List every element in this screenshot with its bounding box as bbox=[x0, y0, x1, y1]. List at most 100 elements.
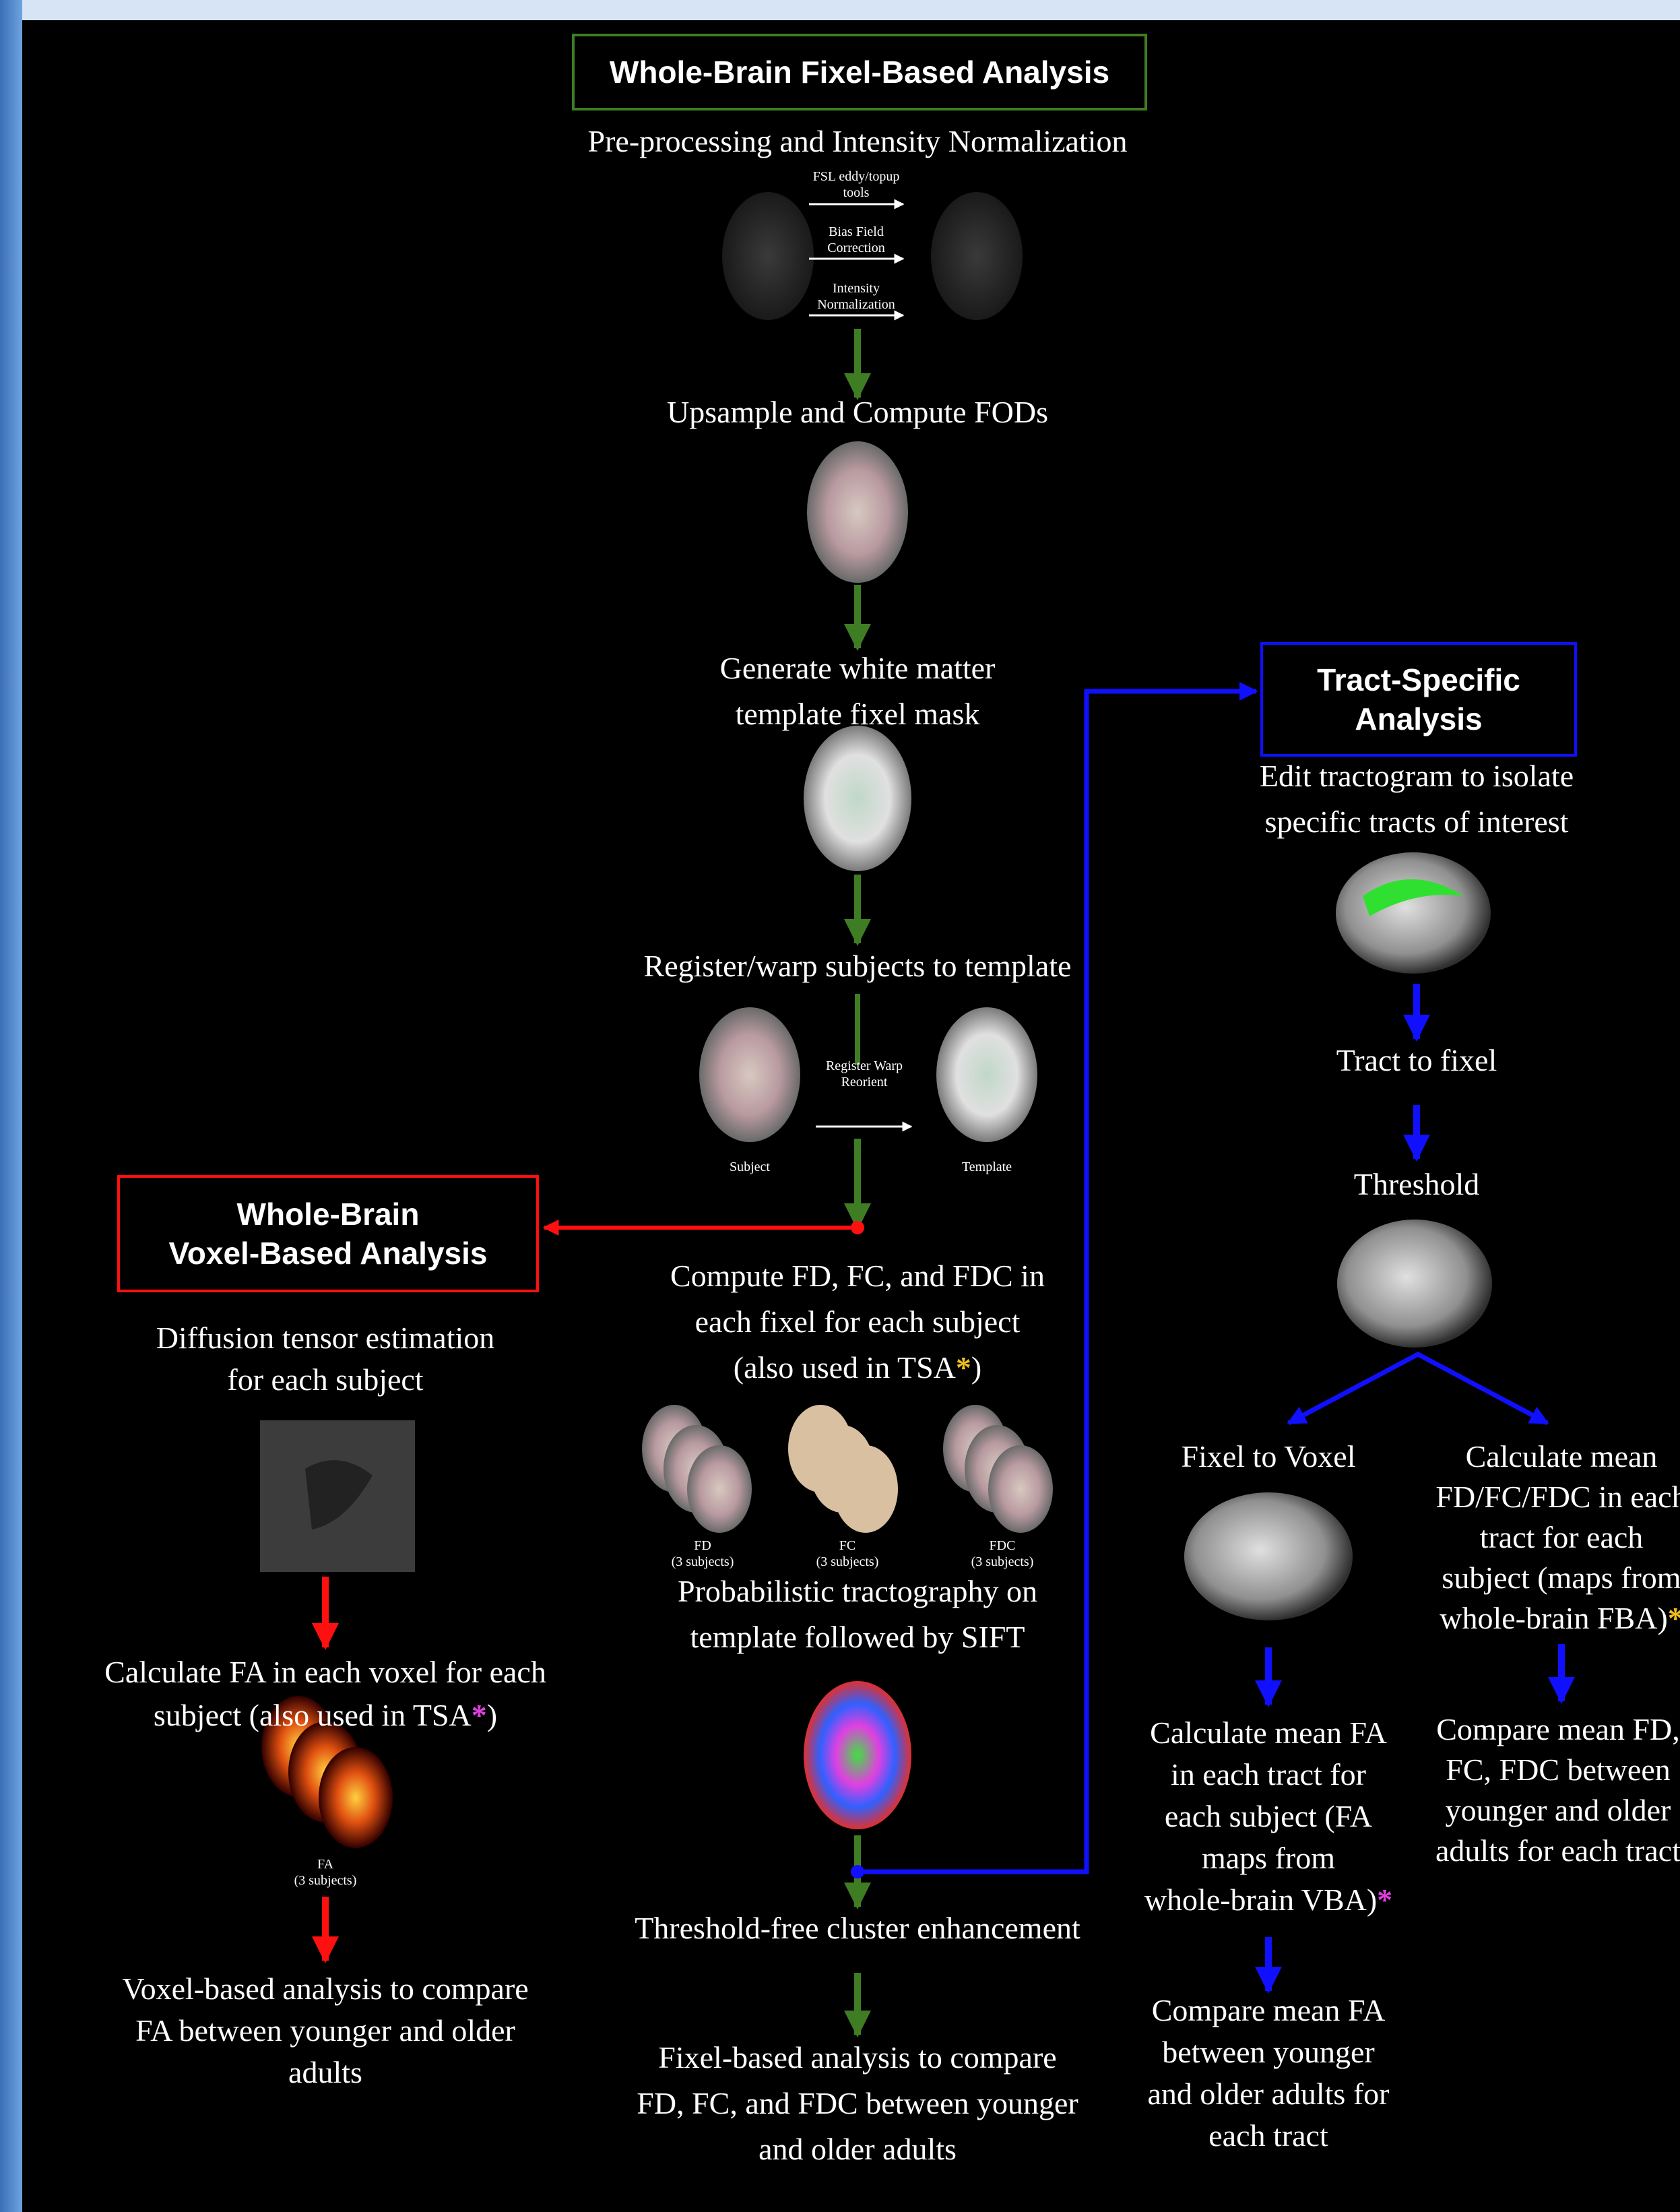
brain-tractography-image bbox=[804, 1681, 911, 1829]
vba-title: Whole-Brain Voxel-Based Analysis bbox=[119, 1176, 538, 1291]
vba-junction-dot bbox=[851, 1221, 864, 1234]
subject-label: Subject bbox=[730, 1160, 770, 1174]
calc-fd-line3: tract for each bbox=[1479, 1520, 1644, 1554]
threshold-label: Threshold bbox=[1353, 1167, 1480, 1201]
edit-label-line2: specific tracts of interest bbox=[1264, 804, 1569, 839]
fixel-analysis-line1: Fixel-based analysis to compare bbox=[658, 2040, 1057, 2075]
compute-label-line1: Compute FD, FC, and FDC in bbox=[670, 1259, 1045, 1293]
compute-star: * bbox=[955, 1350, 971, 1385]
brain-template-image bbox=[936, 1007, 1037, 1142]
fixel-voxel-brain bbox=[1184, 1492, 1353, 1620]
calc-fa-line1: Calculate mean FA bbox=[1150, 1715, 1387, 1750]
tracto-label-line2: template followed by SIFT bbox=[690, 1620, 1025, 1654]
tsa-title-line1: Tract-Specific bbox=[1317, 662, 1520, 697]
fba-title: Whole-Brain Fixel-Based Analysis bbox=[609, 55, 1110, 90]
voxel-analysis-line2: FA between younger and older bbox=[135, 2013, 515, 2048]
fc-brain-3 bbox=[833, 1445, 898, 1533]
pp-tool1-label: FSL eddy/topup tools bbox=[812, 169, 900, 200]
calc-fa-star: * bbox=[1377, 1883, 1393, 1917]
voxel-analysis-line3: adults bbox=[288, 2055, 362, 2089]
cmp-fd-line4: adults for each tract bbox=[1435, 1833, 1680, 1868]
pp-tool2-label: Bias Field Correction bbox=[827, 224, 885, 255]
tracto-label-line1: Probabilistic tractography on bbox=[678, 1574, 1037, 1608]
fa-brain-3 bbox=[319, 1747, 393, 1848]
dti-label-line2: for each subject bbox=[227, 1362, 424, 1397]
register-label: Register/warp subjects to template bbox=[643, 949, 1072, 983]
window-top-bar bbox=[0, 0, 1680, 20]
tract-to-fixel-label: Tract to fixel bbox=[1336, 1043, 1497, 1077]
calc-fa-line5: whole-brain VBA)* bbox=[1127, 1878, 1410, 1922]
upsample-label: Upsample and Compute FODs bbox=[666, 395, 1048, 429]
fa-subjects-note: (3 subjects) bbox=[294, 1873, 357, 1888]
cmp-fd-line3: younger and older bbox=[1445, 1793, 1671, 1827]
calc-fd-line1: Calculate mean bbox=[1465, 1439, 1658, 1474]
fc-subjects-note: (3 subjects) bbox=[816, 1554, 879, 1569]
fd-subjects-note: (3 subjects) bbox=[671, 1554, 734, 1569]
calc-fd-line4: subject (maps from bbox=[1442, 1560, 1680, 1595]
cmp-fa-line3: and older adults for bbox=[1147, 2077, 1390, 2111]
cmp-fd-line2: FC, FDC between bbox=[1446, 1752, 1671, 1787]
vba-title-line1: Whole-Brain bbox=[236, 1197, 420, 1232]
dti-image-detail bbox=[305, 1460, 373, 1529]
fa-star: * bbox=[471, 1698, 487, 1732]
fa-label-line2: subject (also used in TSA*) bbox=[36, 1694, 615, 1737]
brain-raw-image bbox=[722, 192, 814, 320]
fa-line2-end: ) bbox=[486, 1698, 498, 1732]
tsa-title: Tract-Specific Analysis bbox=[1262, 643, 1576, 755]
compute-label-line2: each fixel for each subject bbox=[694, 1304, 1021, 1339]
blue-fork-right-tip bbox=[1506, 1399, 1549, 1426]
edit-label-line1: Edit tractogram to isolate bbox=[1259, 759, 1574, 793]
tfce-label: Threshold-free cluster enhancement bbox=[635, 1911, 1080, 1945]
pp-tool3-label: Intensity Normalization bbox=[817, 281, 895, 312]
calc-fa-line5-text: whole-brain VBA) bbox=[1144, 1883, 1378, 1917]
calc-fd-line2: FD/FC/FDC in each bbox=[1435, 1480, 1680, 1514]
fdc-subjects-note: (3 subjects) bbox=[971, 1554, 1034, 1569]
fixel-to-voxel-label: Fixel to Voxel bbox=[1181, 1439, 1356, 1474]
blue-connector bbox=[858, 682, 1258, 1874]
blue-fork bbox=[1287, 1352, 1549, 1426]
fd-label: FD bbox=[694, 1538, 711, 1553]
fa-label: FA bbox=[317, 1857, 334, 1872]
brain-subject-image bbox=[699, 1007, 800, 1142]
fixel-analysis-line2: FD, FC, and FDC between younger bbox=[637, 2086, 1078, 2120]
compute-line3-end: ) bbox=[971, 1350, 982, 1385]
fd-brain-3 bbox=[687, 1445, 752, 1533]
cmp-fa-line2: between younger bbox=[1162, 2035, 1375, 2069]
vba-title-box bbox=[117, 1175, 539, 1292]
compute-line3-text: (also used in TSA bbox=[733, 1350, 956, 1385]
calc-fa-line4: maps from bbox=[1201, 1841, 1335, 1875]
reg-arrow-label: Register Warp Reorient bbox=[825, 1058, 903, 1089]
vba-title-line2: Voxel-Based Analysis bbox=[168, 1236, 488, 1271]
fba-title-box bbox=[572, 34, 1147, 110]
voxel-analysis-line1: Voxel-based analysis to compare bbox=[122, 1971, 529, 2006]
brain-mask-image bbox=[804, 726, 911, 871]
tsa-tract-brain bbox=[1336, 852, 1491, 974]
threshold-brain bbox=[1337, 1220, 1492, 1348]
fdc-brain-3 bbox=[988, 1445, 1053, 1533]
fa-line2-text: subject (also used in TSA bbox=[153, 1698, 472, 1732]
generate-label-line1: Generate white matter bbox=[719, 651, 996, 685]
window-side-bar bbox=[0, 0, 22, 2212]
fdc-label: FDC bbox=[989, 1538, 1016, 1553]
diagram-canvas: Whole-Brain Fixel-Based Analysis Whole-B… bbox=[22, 20, 1680, 2212]
cmp-fa-line4: each tract bbox=[1208, 2118, 1328, 2153]
calc-fa-line3: each subject (FA bbox=[1164, 1799, 1373, 1833]
brain-preprocessed-image bbox=[931, 192, 1023, 320]
blue-fork-left-tip bbox=[1287, 1399, 1330, 1426]
tsa-title-box bbox=[1260, 642, 1577, 757]
cmp-fd-line1: Compare mean FD, bbox=[1436, 1712, 1680, 1746]
fa-label-line1: Calculate FA in each voxel for each bbox=[104, 1655, 546, 1689]
calc-fd-line5: whole-brain FBA)* bbox=[1420, 1597, 1680, 1640]
diagram-graphics bbox=[117, 34, 1577, 2037]
calc-fd-line5-text: whole-brain FBA) bbox=[1440, 1601, 1668, 1635]
cmp-fa-line1: Compare mean FA bbox=[1151, 1993, 1386, 2027]
calc-fd-star: * bbox=[1668, 1601, 1680, 1635]
dti-label-line1: Diffusion tensor estimation bbox=[156, 1321, 495, 1355]
brain-fod-image bbox=[807, 441, 908, 583]
fixel-analysis-line3: and older adults bbox=[758, 2132, 957, 2166]
generate-label-line2: template fixel mask bbox=[735, 697, 980, 731]
tsa-tract-highlight bbox=[1363, 879, 1464, 916]
template-label: Template bbox=[961, 1160, 1012, 1174]
fc-label: FC bbox=[839, 1538, 856, 1553]
